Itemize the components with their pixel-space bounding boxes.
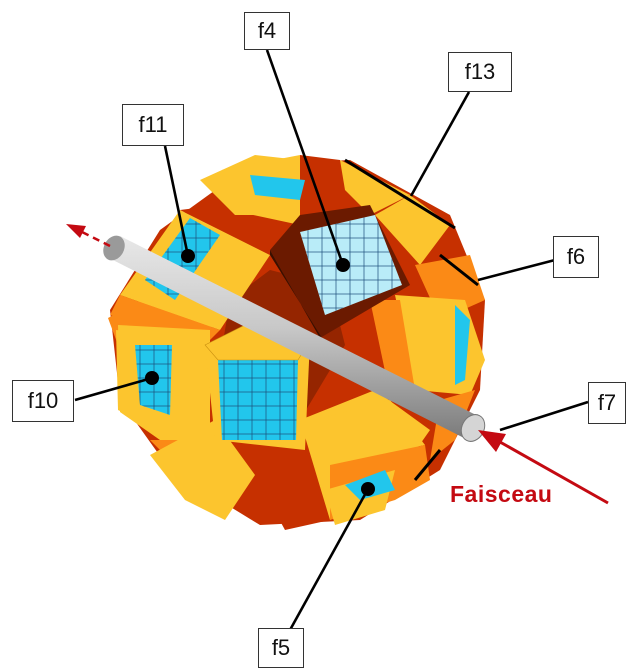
edge-lines (344, 158, 479, 481)
beam-exit-arrow (66, 224, 111, 248)
label-f10: f10 (12, 380, 74, 422)
label-f11: f11 (122, 104, 184, 146)
leader-lines (74, 49, 589, 631)
label-f4: f4 (244, 12, 290, 50)
label-f7: f7 (588, 382, 626, 424)
module-f4 (270, 205, 410, 338)
beam-rod (103, 235, 486, 442)
label-f5: f5 (258, 628, 304, 668)
beam-label: Faisceau (450, 481, 553, 507)
label-f6: f6 (553, 236, 599, 278)
pointer-dots (145, 249, 375, 496)
beam-entry-arrow (478, 430, 609, 505)
label-f13: f13 (448, 52, 512, 92)
module-center (204, 324, 311, 450)
